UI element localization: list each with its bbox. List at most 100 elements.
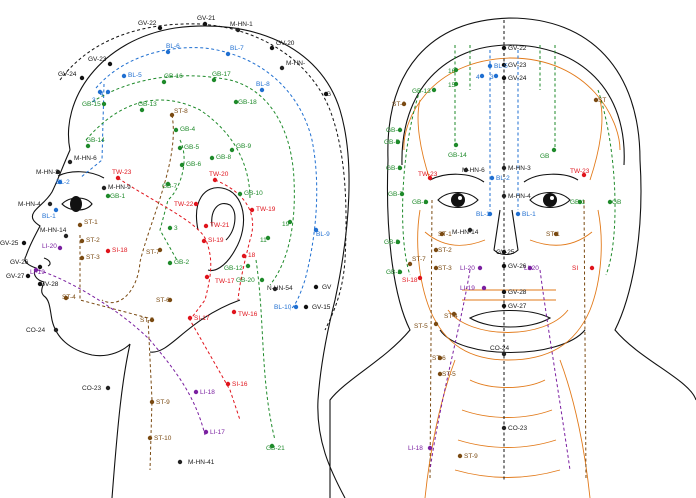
- side-point-gv25: [21, 240, 27, 246]
- side-label-mhn4: M-HN-4: [18, 201, 41, 208]
- side-point-gv28: [37, 281, 43, 287]
- front-left-pupil: [451, 193, 465, 207]
- side-point-li18: [193, 389, 199, 395]
- side-point-li20: [57, 245, 63, 251]
- side-point-st7: [157, 247, 163, 253]
- front-point-st8: [401, 101, 407, 107]
- side-label-st10: ST-10: [154, 435, 172, 442]
- front-label-gb5: GB-5: [384, 139, 400, 146]
- side-point-si16: [225, 381, 231, 387]
- side-point-gb13: [139, 107, 145, 113]
- side-label-gb2: GB-2: [174, 259, 190, 266]
- front-point-st5: [433, 321, 439, 327]
- side-label-si19: SI-19: [208, 237, 224, 244]
- side-label-tw18: 18: [248, 252, 256, 259]
- side-label-mhn3: M-HN-3: [36, 169, 59, 176]
- side-point-st4: [63, 295, 69, 301]
- front-point-st8r: [593, 97, 599, 103]
- side-point-gb6: [179, 162, 185, 168]
- front-label-gv24: GV-24: [508, 75, 527, 82]
- side-point-gb16: [161, 79, 167, 85]
- front-label-n16: 16: [448, 68, 456, 75]
- front-label-mhn14: M-HN-14: [452, 229, 479, 236]
- side-label-gb11: 11: [260, 237, 267, 244]
- side-point-gb7: [165, 181, 171, 187]
- side-label-bl8: BL-8: [256, 81, 270, 88]
- side-point-gb14: [85, 143, 91, 149]
- side-point-gb9: [229, 147, 235, 153]
- front-label-co24: CO-24: [490, 345, 510, 352]
- side-label-tw17: TW-17: [215, 278, 235, 285]
- side-label-bl6: BL-6: [166, 43, 180, 50]
- side-label-gv27: GV-27: [6, 273, 25, 280]
- side-label-li20: LI-20: [42, 243, 57, 250]
- front-anatomy-lines: [403, 57, 621, 498]
- front-point-gb3: [395, 239, 401, 245]
- side-label-bl3: 3: [92, 97, 96, 104]
- side-point-mhn41: [177, 459, 183, 465]
- front-point-gv24: [501, 75, 507, 81]
- front-label-n15: 15: [448, 82, 456, 89]
- side-point-gb10: [237, 191, 243, 197]
- side-point-gb17: [211, 77, 217, 83]
- side-point-gb2: [167, 260, 173, 266]
- side-point-gb11: [265, 235, 271, 241]
- front-label-st5: ST-5: [414, 323, 428, 330]
- side-point-gv16: [313, 284, 319, 290]
- front-point-li20: [477, 265, 483, 271]
- side-label-co23: CO-23: [82, 385, 102, 392]
- side-label-bl5: BL-5: [128, 72, 142, 79]
- front-point-gb1r: [577, 199, 583, 205]
- front-point-gb1: [423, 199, 429, 205]
- side-label-st3: ST-3: [86, 254, 100, 261]
- side-point-bl10: [293, 304, 299, 310]
- front-point-gbr2: [607, 199, 613, 205]
- side-label-gb6: GB-6: [186, 161, 202, 168]
- front-label-mhn3: M-HN-3: [508, 165, 531, 172]
- side-point-mhn4: [47, 201, 53, 207]
- side-label-gb17: GB-17: [212, 71, 231, 78]
- side-label-li17: LI-17: [210, 429, 225, 436]
- side-label-nhn54: N-HN-54: [267, 285, 293, 292]
- side-point-gv22: [157, 25, 163, 31]
- side-point-st2: [79, 238, 85, 244]
- front-point-gb7: [399, 191, 405, 197]
- acupoint-markers: [21, 21, 613, 465]
- front-label-st5b: ST-5: [442, 371, 456, 378]
- front-label-gv22: GV-22: [508, 45, 527, 52]
- side-point-gb5: [177, 145, 183, 151]
- side-point-co23: [105, 385, 111, 391]
- side-point-si19: [201, 238, 207, 244]
- front-label-gbr2: GB: [612, 199, 621, 206]
- side-label-gb3: 3: [174, 225, 178, 232]
- side-point-bl9: [313, 227, 319, 233]
- side-label-mhn41: M-HN-41: [188, 459, 215, 466]
- side-point-co24: [53, 327, 59, 333]
- front-point-tw23r: [581, 172, 587, 178]
- front-label-gv25: GV-25: [496, 249, 515, 256]
- side-point-bl5: [121, 73, 127, 79]
- side-label-bl4: 4: [100, 91, 104, 98]
- front-right-pupil: [543, 193, 557, 207]
- front-label-st6: ST-6: [432, 355, 446, 362]
- side-point-tw16: [231, 309, 237, 315]
- front-label-tw23: TW-23: [418, 171, 438, 178]
- side-point-si18: [105, 248, 111, 254]
- side-point-si17: [187, 315, 193, 321]
- side-point-tw22: [193, 201, 199, 207]
- side-point-mhn9: [101, 185, 107, 191]
- front-point-st2: [433, 247, 439, 253]
- front-label-st7: ST-7: [412, 256, 426, 263]
- front-head-outline: [329, 17, 696, 498]
- front-point-gb14: [453, 142, 459, 148]
- front-label-st1: ST-1: [438, 231, 452, 238]
- side-label-tw20: TW-20: [209, 171, 229, 178]
- front-label-st1r: ST-1: [546, 231, 560, 238]
- side-point-st1: [77, 222, 83, 228]
- front-point-gb5: [395, 139, 401, 145]
- side-point-mhn6: [67, 159, 73, 165]
- side-label-bl7: BL-7: [230, 45, 244, 52]
- front-point-st4: [451, 311, 457, 317]
- front-label-gb13: GB-13: [412, 88, 431, 95]
